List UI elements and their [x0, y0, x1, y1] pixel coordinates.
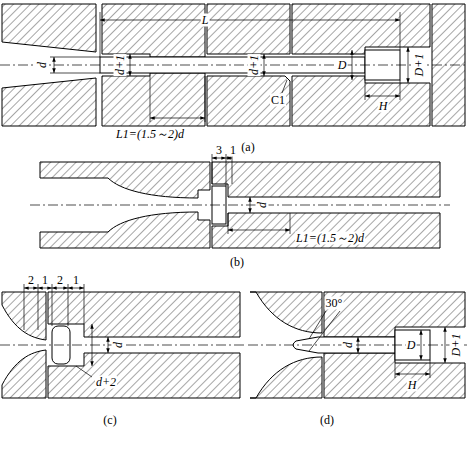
dimension-label: 1: [72, 274, 80, 287]
figure-caption: (a): [240, 141, 255, 154]
dimension-label: C1: [270, 94, 286, 107]
dimension-label: 30°: [325, 297, 344, 310]
dimension-label: D: [406, 339, 417, 352]
dimension-label: L: [201, 14, 210, 27]
figure-caption: (c): [102, 414, 117, 427]
dimension-label: d: [342, 341, 355, 349]
center-lines: [0, 65, 467, 345]
dimension-label: H: [407, 379, 418, 392]
dimension-label: 3: [215, 144, 223, 157]
dimension-label: d: [36, 61, 49, 69]
dimension-label: d+2: [95, 376, 117, 389]
dimension-label: 2: [27, 274, 35, 287]
dimension-label: 1: [41, 274, 49, 287]
dimension-label: L1=(1.5～2)d: [295, 232, 365, 245]
extension-lines: [24, 12, 430, 378]
dimension-label: D+1: [413, 53, 426, 78]
dimension-label: d+1: [248, 54, 261, 76]
dimension-label: H: [378, 100, 389, 113]
dimension-label: L1=(1.5～2)d: [115, 128, 185, 141]
dimension-lines: [24, 20, 445, 374]
hatched-parts: [2, 4, 465, 398]
dimension-label: d: [112, 341, 125, 349]
dimension-label: D: [337, 59, 348, 72]
figure-caption: (b): [229, 256, 245, 269]
dimension-label: 2: [56, 274, 64, 287]
dimension-label: D+1: [450, 333, 463, 358]
dimension-label: 1: [229, 144, 237, 157]
figure-caption: (d): [319, 414, 335, 427]
dimension-label: d: [256, 201, 269, 209]
dimension-label: d+1: [114, 54, 127, 76]
pins: [52, 50, 430, 364]
